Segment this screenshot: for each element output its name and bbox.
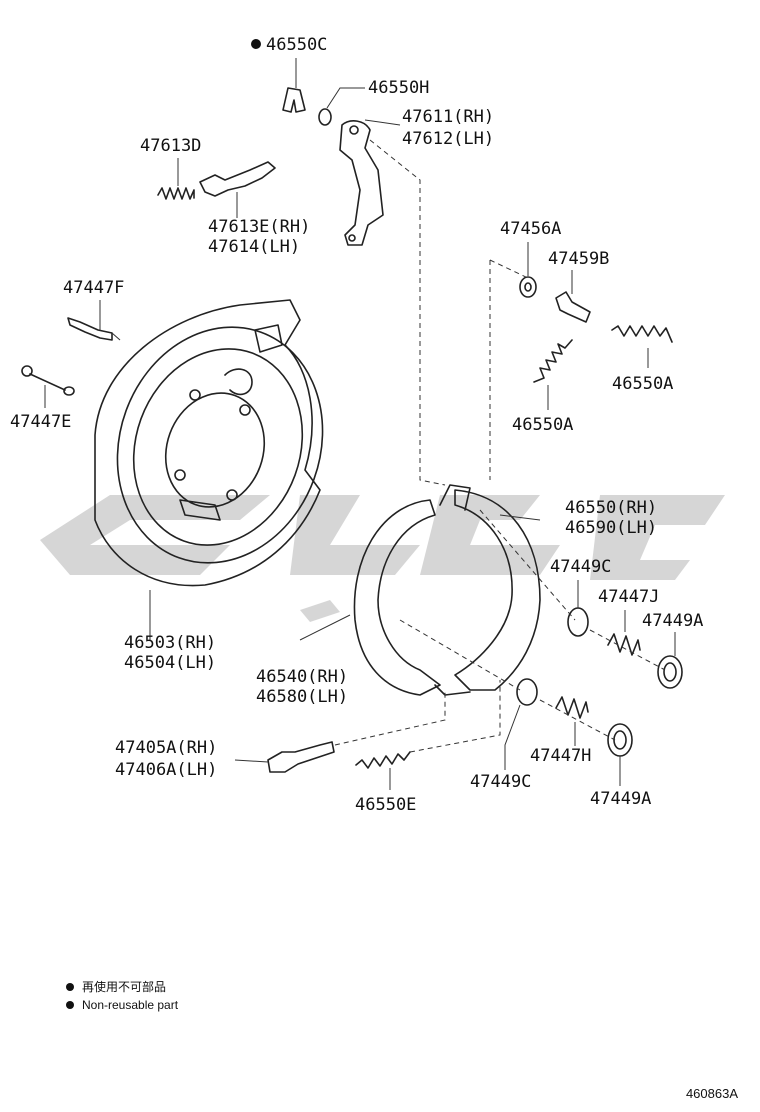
label-46550A-right: 46550A bbox=[612, 374, 673, 394]
label-47405A: 47405A(RH) bbox=[115, 738, 217, 758]
legend: 再使用不可部品 Non-reusable part bbox=[66, 978, 178, 1014]
part-labels: 46550C 46550H 47611(RH) 47612(LH) 47613D… bbox=[10, 35, 703, 815]
label-46550H: 46550H bbox=[368, 78, 429, 98]
diagram-code: 460863A bbox=[685, 1086, 738, 1101]
leader-lines bbox=[111, 119, 541, 763]
label-47447F: 47447F bbox=[63, 278, 124, 298]
washer-46550H bbox=[318, 87, 365, 126]
label-47449A-upper: 47449A bbox=[642, 611, 703, 631]
spring-47447H bbox=[555, 696, 589, 746]
label-47447E: 47447E bbox=[10, 412, 71, 432]
cup-47449A-upper bbox=[657, 632, 683, 689]
legend-row-en: Non-reusable part bbox=[66, 996, 178, 1014]
adjusting-screw-47405A bbox=[267, 741, 335, 773]
backing-plate bbox=[94, 299, 324, 587]
spring-47613D bbox=[157, 158, 195, 200]
legend-text-en: Non-reusable part bbox=[82, 998, 179, 1012]
label-47612: 47612(LH) bbox=[402, 129, 494, 149]
label-47447H: 47447H bbox=[530, 746, 591, 766]
label-47613D: 47613D bbox=[140, 136, 201, 156]
spring-46550A-center bbox=[533, 339, 573, 410]
label-46550C: 46550C bbox=[266, 35, 327, 55]
cup-47449C-lower bbox=[504, 678, 538, 770]
assembly-lines bbox=[334, 139, 666, 753]
legend-dot-icon bbox=[66, 983, 74, 991]
label-47614: 47614(LH) bbox=[208, 237, 300, 257]
label-47406A: 47406A(LH) bbox=[115, 760, 217, 780]
label-47449A-lower: 47449A bbox=[590, 789, 651, 809]
label-47611: 47611(RH) bbox=[402, 107, 494, 127]
non-reusable-dot bbox=[251, 39, 261, 49]
label-46540: 46540(RH) bbox=[256, 667, 348, 687]
label-47447J: 47447J bbox=[598, 587, 659, 607]
label-46504: 46504(LH) bbox=[124, 653, 216, 673]
pin-47447E bbox=[21, 365, 75, 408]
spring-46550A-right bbox=[611, 325, 673, 368]
watermark-logo bbox=[40, 495, 725, 622]
washer-47456A bbox=[519, 242, 537, 298]
cup-47449C-upper bbox=[567, 580, 589, 637]
label-47449C-upper: 47449C bbox=[550, 557, 611, 577]
legend-row-jp: 再使用不可部品 bbox=[66, 978, 178, 996]
label-46580: 46580(LH) bbox=[256, 687, 348, 707]
spring-47447J bbox=[607, 610, 641, 656]
label-46503: 46503(RH) bbox=[124, 633, 216, 653]
label-47613E: 47613E(RH) bbox=[208, 217, 310, 237]
label-46550A-center: 46550A bbox=[512, 415, 573, 435]
brake-shoe bbox=[353, 484, 541, 696]
label-46550RH: 46550(RH) bbox=[565, 498, 657, 518]
label-47449C-lower: 47449C bbox=[470, 772, 531, 792]
cup-47449A-lower bbox=[607, 723, 633, 786]
pin-47447F bbox=[67, 300, 113, 341]
clip-46550C bbox=[282, 58, 306, 113]
label-46550E: 46550E bbox=[355, 795, 416, 815]
pin-47459B bbox=[555, 270, 591, 323]
parking-lever bbox=[339, 120, 384, 246]
legend-dot-icon bbox=[66, 1001, 74, 1009]
label-47456A: 47456A bbox=[500, 219, 561, 239]
adjuster-47613E bbox=[199, 161, 276, 218]
label-47459B: 47459B bbox=[548, 249, 609, 269]
legend-text-jp: 再使用不可部品 bbox=[82, 980, 167, 994]
label-46590LH: 46590(LH) bbox=[565, 518, 657, 538]
spring-46550E bbox=[355, 751, 411, 790]
